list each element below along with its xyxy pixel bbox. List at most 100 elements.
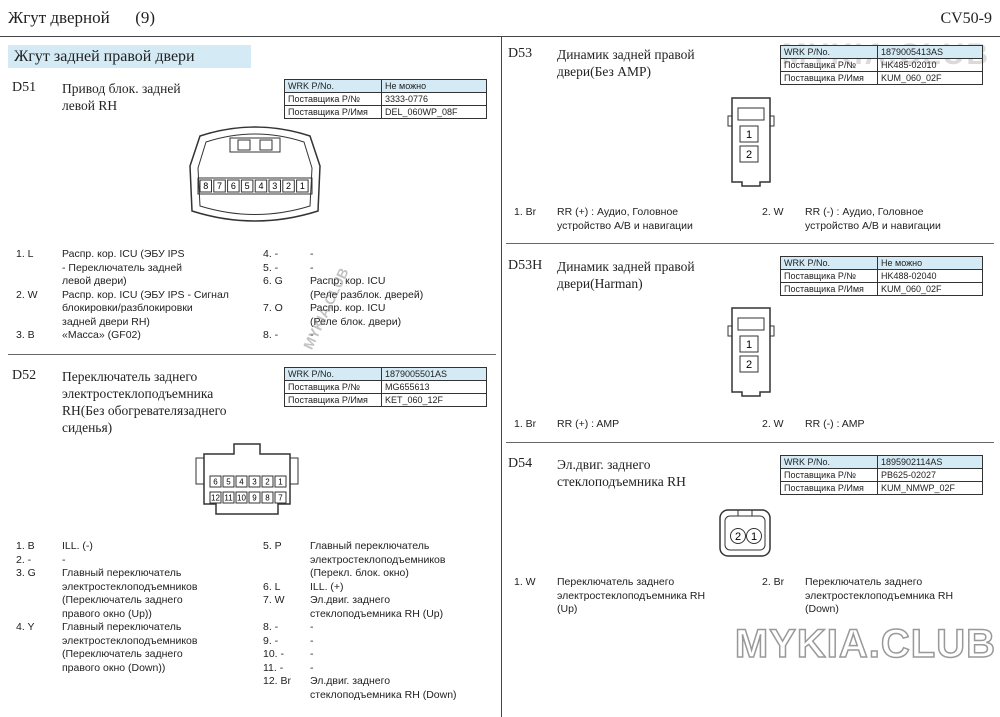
d52-pin-description: Эл.двиг. заднего стеклоподъемника RH (Up… [310, 594, 444, 620]
supplier-no-label: Поставщика P/№ [284, 380, 382, 394]
d54-pin-cell [730, 528, 746, 544]
d53h-pin2-desc: RR (-) : AMP [805, 418, 865, 430]
d52-pin-label: 8 [265, 493, 270, 502]
d51-pin-number: 1. L [16, 248, 34, 260]
d51-pin-description: - [310, 248, 314, 260]
d52-pin-label: 11 [224, 493, 233, 502]
d51-pin-description: Распр. кор. ICU (Реле блок. двери) [310, 302, 402, 328]
d52-pin-row: 5. P Главный переключатель электростеклоп… [263, 540, 457, 581]
d52-pin-number: 5. P [263, 540, 282, 552]
d52-pin-label: 5 [226, 477, 231, 486]
d54-pin1-desc: Переключатель заднего электростеклоподъе… [557, 576, 706, 615]
d52-pin-list-right: 5. P Главный переключатель электростеклоп… [263, 540, 457, 702]
d52-pin-cell [248, 475, 261, 488]
d53h-pin1-num: 1. Br [514, 418, 537, 430]
supplier-no-label: Поставщика P/№ [780, 269, 878, 283]
d52-pin-cell [235, 491, 248, 504]
d51-pin-row: 8. -- [263, 329, 423, 343]
wrk-label: WRK P/No. [284, 79, 382, 93]
watermark-bottom: MYKIA.CLUB [734, 621, 996, 667]
header-divider [0, 36, 1000, 37]
d53-pin1-num: 1. Br [514, 206, 537, 218]
wrk-label: WRK P/No. [780, 45, 878, 59]
d51-pin-label: 4 [258, 181, 263, 191]
d51-sup-name: DEL_060WP_08F [381, 105, 487, 119]
page-code: CV50-9 [940, 10, 992, 27]
d52-pin-description: Главный переключатель электростеклоподъе… [62, 621, 198, 674]
d54-pin-cell [746, 528, 762, 544]
d52-pin-description: Главный переключатель электростеклоподъе… [62, 567, 198, 620]
d51-pin-label: 2 [286, 181, 291, 191]
d53h-pin1-desc: RR (+) : AMP [557, 418, 620, 430]
wrk-label: WRK P/No. [780, 256, 878, 270]
d52-pin-row: 1. B ILL. (-) [16, 540, 197, 554]
d52-pin-number: 12. Br [263, 675, 292, 687]
d52-pin-number: 4. Y [16, 621, 35, 633]
d52-pin-description: Главный переключатель электростеклоподъе… [310, 540, 446, 579]
d53-sup-no: HK485-02010 [877, 58, 983, 72]
d53h-sup-name: KUM_060_02F [877, 282, 983, 296]
d53h-pin-label: 1 [746, 339, 752, 351]
d53h-wrk: Не можно [877, 256, 983, 270]
d53h-pin-cell [739, 355, 759, 373]
wrk-label: WRK P/No. [284, 367, 382, 381]
d54-id: D54 [508, 456, 533, 471]
d52-pin-number: 10. - [263, 648, 285, 660]
d52-pin-description: - [310, 621, 314, 633]
d52-pin-number: 1. B [16, 540, 35, 552]
d54-sup-name: KUM_NMWP_02F [877, 481, 983, 495]
d51-pin-label: 6 [231, 181, 236, 191]
d53-wrk: 1879005413AS [877, 45, 983, 59]
d52-pin-description: - [310, 661, 314, 674]
d52-pin-row: 10. -- [263, 648, 457, 662]
page-title: Жгут дверной (9) [8, 8, 156, 27]
d52-pin-label: 3 [252, 477, 257, 486]
d52-pin-description: - [62, 553, 66, 566]
d52-pin-row: 8. -- [263, 621, 457, 635]
d52-sup-no: MG655613 [381, 380, 487, 394]
d51-pin-cell [240, 179, 254, 193]
d51-pin-label: 3 [272, 181, 277, 191]
d54-sup-no: PB625-02027 [877, 468, 983, 482]
d52-pin-cell [274, 491, 287, 504]
d53-pin-label: 1 [746, 129, 752, 141]
d51-pin-label: 8 [203, 181, 208, 191]
d52-pin-description: Эл.двиг. заднего стеклоподъемника RH (Do… [310, 675, 457, 701]
d54-pin-label: 1 [751, 531, 757, 543]
d52-pin-description: - [310, 634, 314, 647]
d53-pin-cell [739, 125, 759, 143]
d53-separator [506, 243, 994, 244]
d51-pin-cell [254, 179, 268, 193]
d53h-name: Динамик задней правой двери(Harman) [557, 259, 695, 291]
d51-pin-number: 8. - [263, 329, 279, 341]
d51-pin-cell [227, 179, 240, 193]
d53h-sup-no: HK488-02040 [877, 269, 983, 283]
d54-pin2-num: 2. Br [762, 576, 785, 588]
d52-pin-description: ILL. (-) [62, 540, 93, 552]
d52-pin-cell [209, 475, 222, 488]
d51-wrk: Не можно [381, 79, 487, 93]
d53-pin1-desc: RR (+) : Аудио, Головное устройство A/B … [557, 206, 693, 232]
d52-pin-number: 2. - [16, 553, 32, 566]
d51-pin-number: 7. O [263, 302, 283, 314]
d54-pin-label: 2 [735, 531, 741, 543]
d53-connector: 12 [727, 97, 775, 187]
d52-pin-cell [235, 475, 248, 488]
d51-pin-number: 2. W [16, 288, 38, 301]
d52-pin-cell [274, 475, 287, 488]
d53h-pin-label: 2 [746, 359, 752, 371]
d52-pin-cell [261, 475, 274, 488]
supplier-name-label: Поставщика P/Имя [780, 71, 878, 85]
d53-sup-name: KUM_060_02F [877, 71, 983, 85]
d53-pin2-num: 2. W [762, 206, 784, 218]
d52-pin-label: 6 [213, 477, 218, 486]
supplier-name-label: Поставщика P/Имя [780, 481, 878, 495]
